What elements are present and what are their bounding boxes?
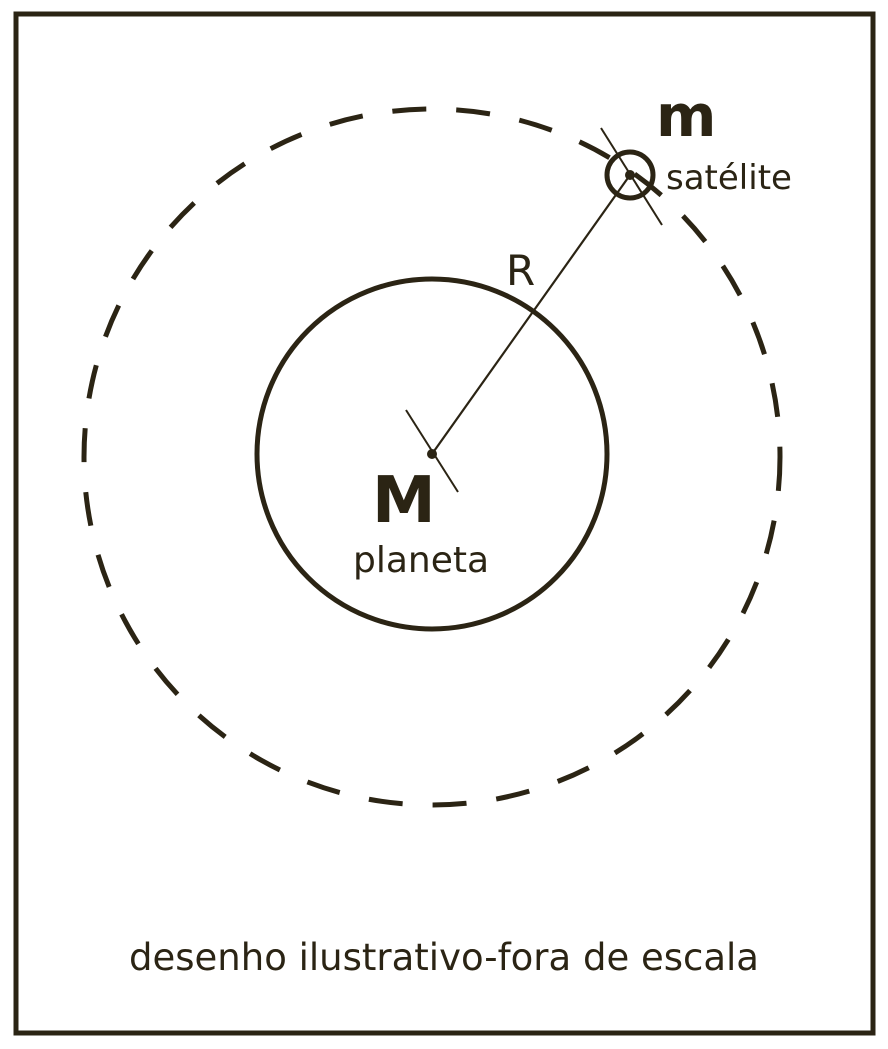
satellite-mass-label: m: [656, 82, 716, 150]
satellite-name-label: satélite: [666, 158, 792, 198]
planet-mass-label: M: [372, 464, 436, 538]
satellite-circle: [604, 149, 656, 201]
planet-center-dot: [427, 449, 437, 459]
radius-label: R: [506, 246, 535, 295]
diagram-frame: [13, 11, 876, 1036]
satellite-center-dot: [625, 170, 635, 180]
radius-line: [431, 174, 631, 455]
orbit-path: [81, 106, 783, 808]
caption-label: desenho ilustrativo-fora de escala: [129, 936, 759, 979]
planet-circle: [254, 276, 610, 632]
planet-name-label: planeta: [353, 540, 489, 581]
